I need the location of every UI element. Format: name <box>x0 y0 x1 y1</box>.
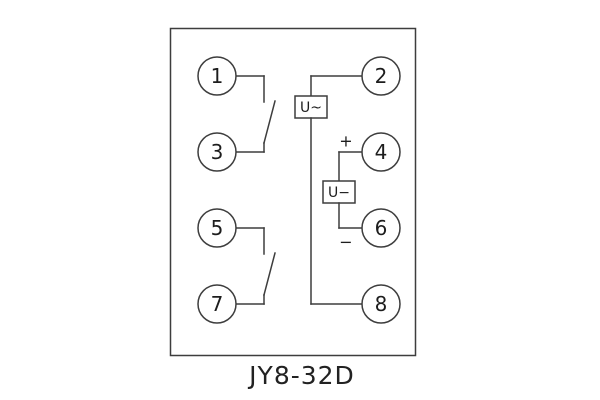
terminal-3-label: 3 <box>211 140 224 164</box>
dc-coil-branch <box>322 151 363 229</box>
terminal-1-circle <box>197 56 237 96</box>
terminal-4-circle <box>361 132 401 172</box>
polarity-plus-label: + <box>339 132 352 151</box>
terminal-1-label: 1 <box>211 64 224 88</box>
terminal-8-circle <box>361 284 401 324</box>
terminal-3-circle <box>197 132 237 172</box>
model-caption: JY8-32D <box>247 361 355 390</box>
terminal-2-label: 2 <box>375 64 388 88</box>
contact-1-3-blade <box>263 100 276 144</box>
terminal-4-label: 4 <box>375 140 388 164</box>
terminal-5-label: 5 <box>211 216 224 240</box>
terminal-7-circle <box>197 284 237 324</box>
ac-coil-branch <box>294 75 363 305</box>
dc-coil-label: U− <box>328 185 350 201</box>
contact-switch-5-7 <box>235 227 276 305</box>
ac-coil-label: U~ <box>300 100 322 116</box>
contact-switch-1-3 <box>235 75 276 153</box>
terminal-8-label: 8 <box>375 292 388 316</box>
diagram-linework <box>169 27 417 357</box>
terminal-5-circle <box>197 208 237 248</box>
terminal-2-circle <box>361 56 401 96</box>
terminal-6-circle <box>361 208 401 248</box>
contact-5-7-blade <box>263 252 276 296</box>
polarity-minus-label: − <box>339 233 352 252</box>
relay-outline-box <box>169 27 417 357</box>
terminal-6-label: 6 <box>375 216 388 240</box>
terminal-7-label: 7 <box>211 292 224 316</box>
